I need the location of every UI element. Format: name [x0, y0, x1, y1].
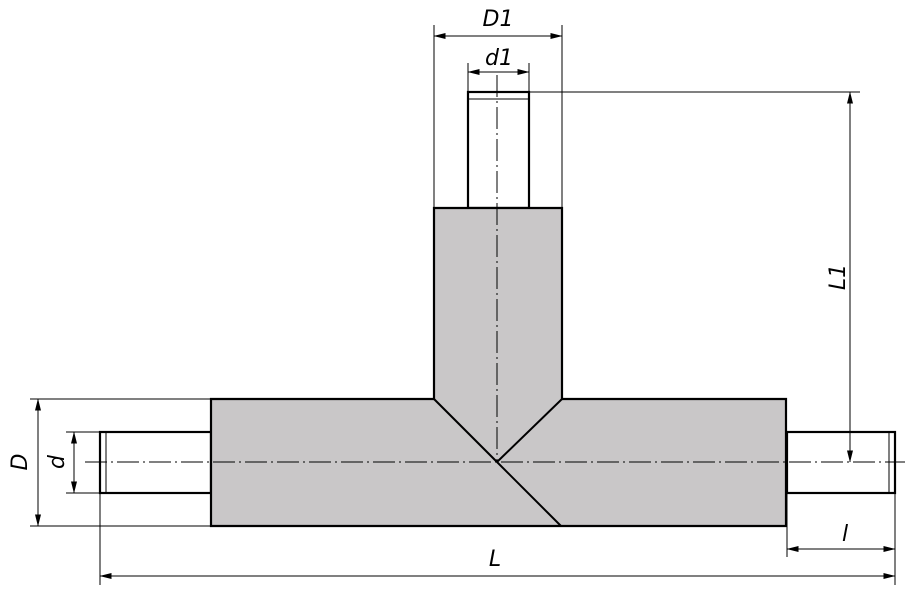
- label-l: l: [842, 522, 848, 547]
- label-L1: L1: [826, 264, 851, 290]
- label-d: d: [45, 454, 70, 469]
- dimension-D1: D1: [433, 7, 563, 208]
- top-pipe-end: [466, 90, 531, 210]
- dimension-L: L: [99, 493, 896, 585]
- dimension-L1: L1: [529, 91, 860, 463]
- insulation-body: [209, 206, 788, 528]
- label-d1: d1: [485, 46, 513, 71]
- dimension-l: l: [786, 493, 896, 585]
- dimension-d: d: [45, 431, 100, 494]
- dimension-d1: d1: [467, 46, 530, 92]
- dimension-D: D: [8, 398, 211, 527]
- label-D: D: [8, 454, 33, 471]
- label-D1: D1: [483, 7, 514, 32]
- label-L: L: [489, 547, 501, 572]
